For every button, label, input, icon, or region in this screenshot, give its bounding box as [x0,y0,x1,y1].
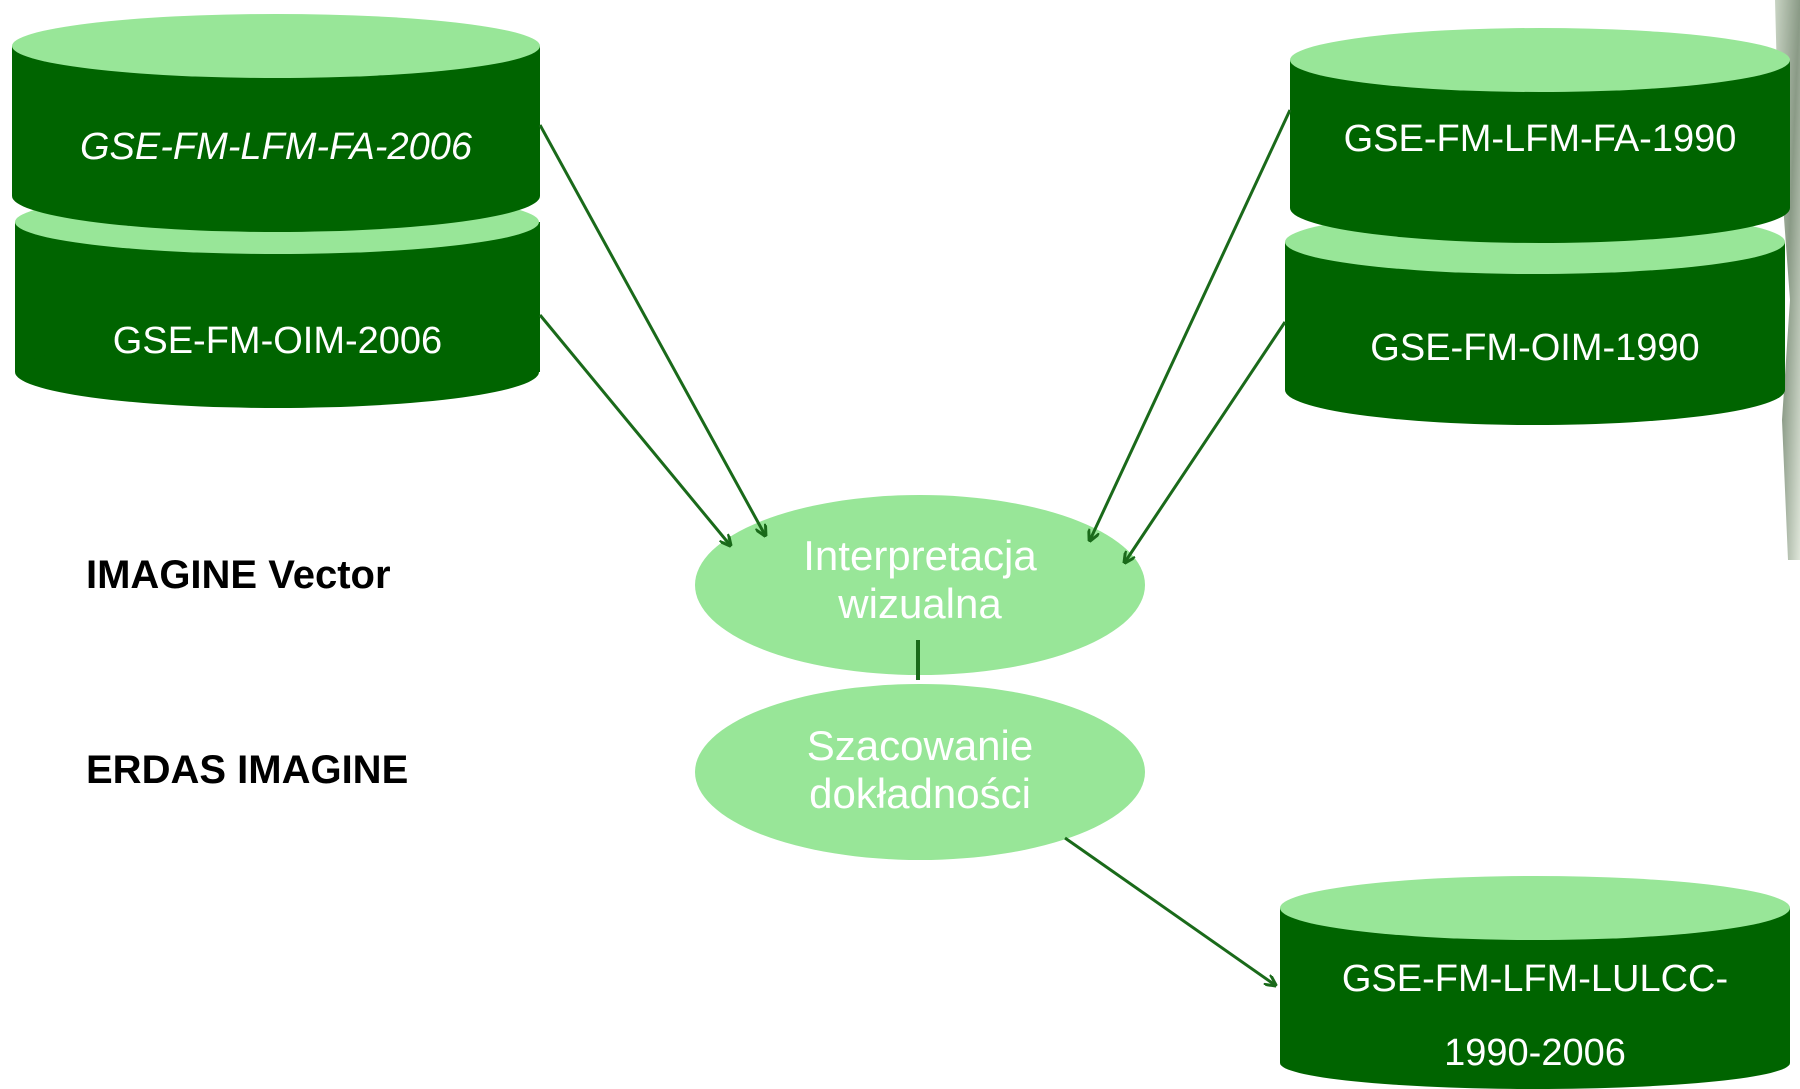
db-label-oim-1990: GSE-FM-OIM-1990 [1370,327,1700,369]
tool-label-erdas-imagine: ERDAS IMAGINE [86,748,409,792]
arrow-fa1990-to-interpretation [1090,109,1292,540]
arrow-accuracy-to-lulcc [1064,836,1275,985]
db-label-fa-1990: GSE-FM-LFM-FA-1990 [1343,118,1737,160]
database-lulcc [1280,876,1790,1089]
process-interpretation-line1: Interpretacja [803,532,1037,579]
arrow-oim2006-to-interpretation [538,314,730,545]
arrow-oim1990-to-interpretation [1125,321,1287,562]
process-label-accuracy: Szacowanie dokładności [695,722,1145,818]
database-fa-1990 [1290,28,1790,243]
process-interpretation-line2: wizualna [838,580,1002,627]
arrow-fa2006-to-interpretation [538,124,765,535]
db-label-lulcc-line2: 1990-2006 [1444,1032,1626,1074]
db-label-lulcc-line1: GSE-FM-LFM-LULCC- [1341,958,1729,1000]
db-label-fa-2006: GSE-FM-LFM-FA-2006 [79,126,472,168]
process-accuracy-line2: dokładności [809,770,1031,817]
process-accuracy [695,684,1145,860]
process-accuracy-line1: Szacowanie [806,722,1034,769]
process-label-interpretation: Interpretacja wizualna [695,532,1145,628]
database-fa-2006 [12,14,540,232]
tool-label-imagine-vector: IMAGINE Vector [86,553,391,597]
process-interpretation [695,495,1145,675]
db-label-oim-2006: GSE-FM-OIM-2006 [112,320,443,362]
